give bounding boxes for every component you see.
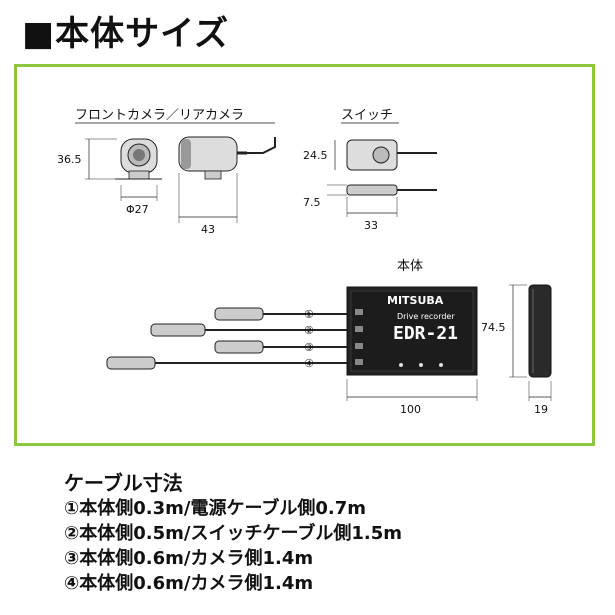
cable-harness [106,307,347,370]
switch-section-label: スイッチ [341,108,393,123]
diagram-panel: フロントカメラ／リアカメラ スイッチ 本体 36.5 Φ27 [14,64,595,446]
body-section-label: 本体 [397,259,423,274]
cable-row-2: ②本体側0.5m/スイッチケーブル側1.5m [64,523,403,544]
dimension-drawing: フロントカメラ／リアカメラ スイッチ 本体 36.5 Φ27 [57,108,552,416]
device-model: EDR-21 [393,323,458,344]
cam-diameter-dim: Φ27 [126,203,149,216]
cable-heading: ケーブル寸法 [64,471,183,495]
device-product: Drive recorder [397,312,455,321]
recorder-body: MITSUBA Drive recorder EDR-21 [346,286,478,376]
cam-height-dim: 36.5 [57,153,82,166]
port-label-2: ② [304,324,314,337]
sw-width-dim: 33 [364,219,378,232]
camera-front-view [115,138,162,180]
camera-side-view [178,136,276,180]
cable-row-1: ①本体側0.3m/電源ケーブル側0.7m [64,498,367,519]
body-height-dim: 74.5 [481,321,506,334]
sw-thickness-dim: 7.5 [303,196,321,209]
cam-length-dim: 43 [201,223,215,236]
port-label-1: ① [304,308,314,321]
device-brand: MITSUBA [387,294,444,307]
switch-side-view [327,184,437,196]
sw-height-dim: 24.5 [303,149,328,162]
port-label-3: ③ [304,341,314,354]
body-width-dim: 100 [400,403,421,416]
cable-dimensions: ケーブル寸法 ①本体側0.3m/電源ケーブル側0.7m ②本体側0.5m/スイッ… [64,470,402,596]
camera-section-label: フロントカメラ／リアカメラ [75,108,244,123]
port-label-4: ④ [304,357,314,370]
body-depth-dim: 19 [534,403,548,416]
cable-row-3: ③本体側0.6m/カメラ側1.4m [64,548,314,569]
recorder-side-view [528,284,552,378]
page-title: ■本体サイズ [22,14,230,54]
switch-top-view [346,139,437,171]
cable-row-4: ④本体側0.6m/カメラ側1.4m [64,573,314,594]
